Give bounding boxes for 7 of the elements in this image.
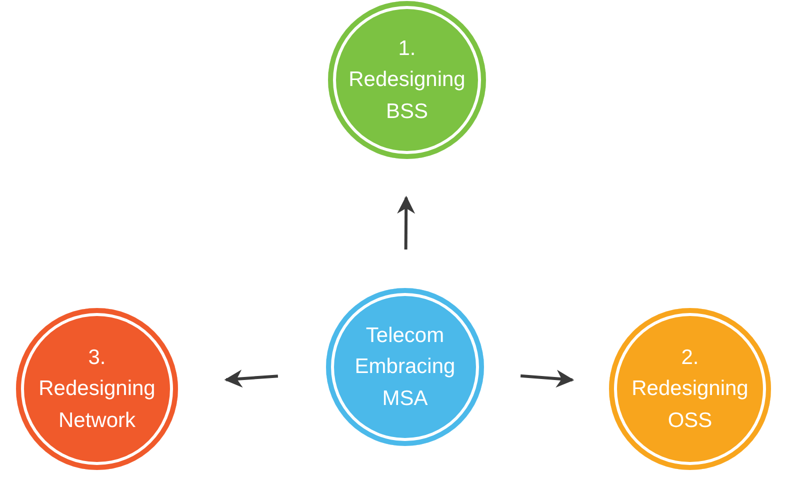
node-label: 3. Redesigning Network <box>38 344 156 434</box>
arrow <box>397 196 416 250</box>
arrow <box>520 370 574 388</box>
arrow <box>224 370 278 388</box>
node-label: 1. Redesigning BSS <box>348 36 466 125</box>
node-label: 2. Redesigning OSS <box>630 344 750 434</box>
node-label: Telecom Embracing MSA <box>354 322 456 412</box>
